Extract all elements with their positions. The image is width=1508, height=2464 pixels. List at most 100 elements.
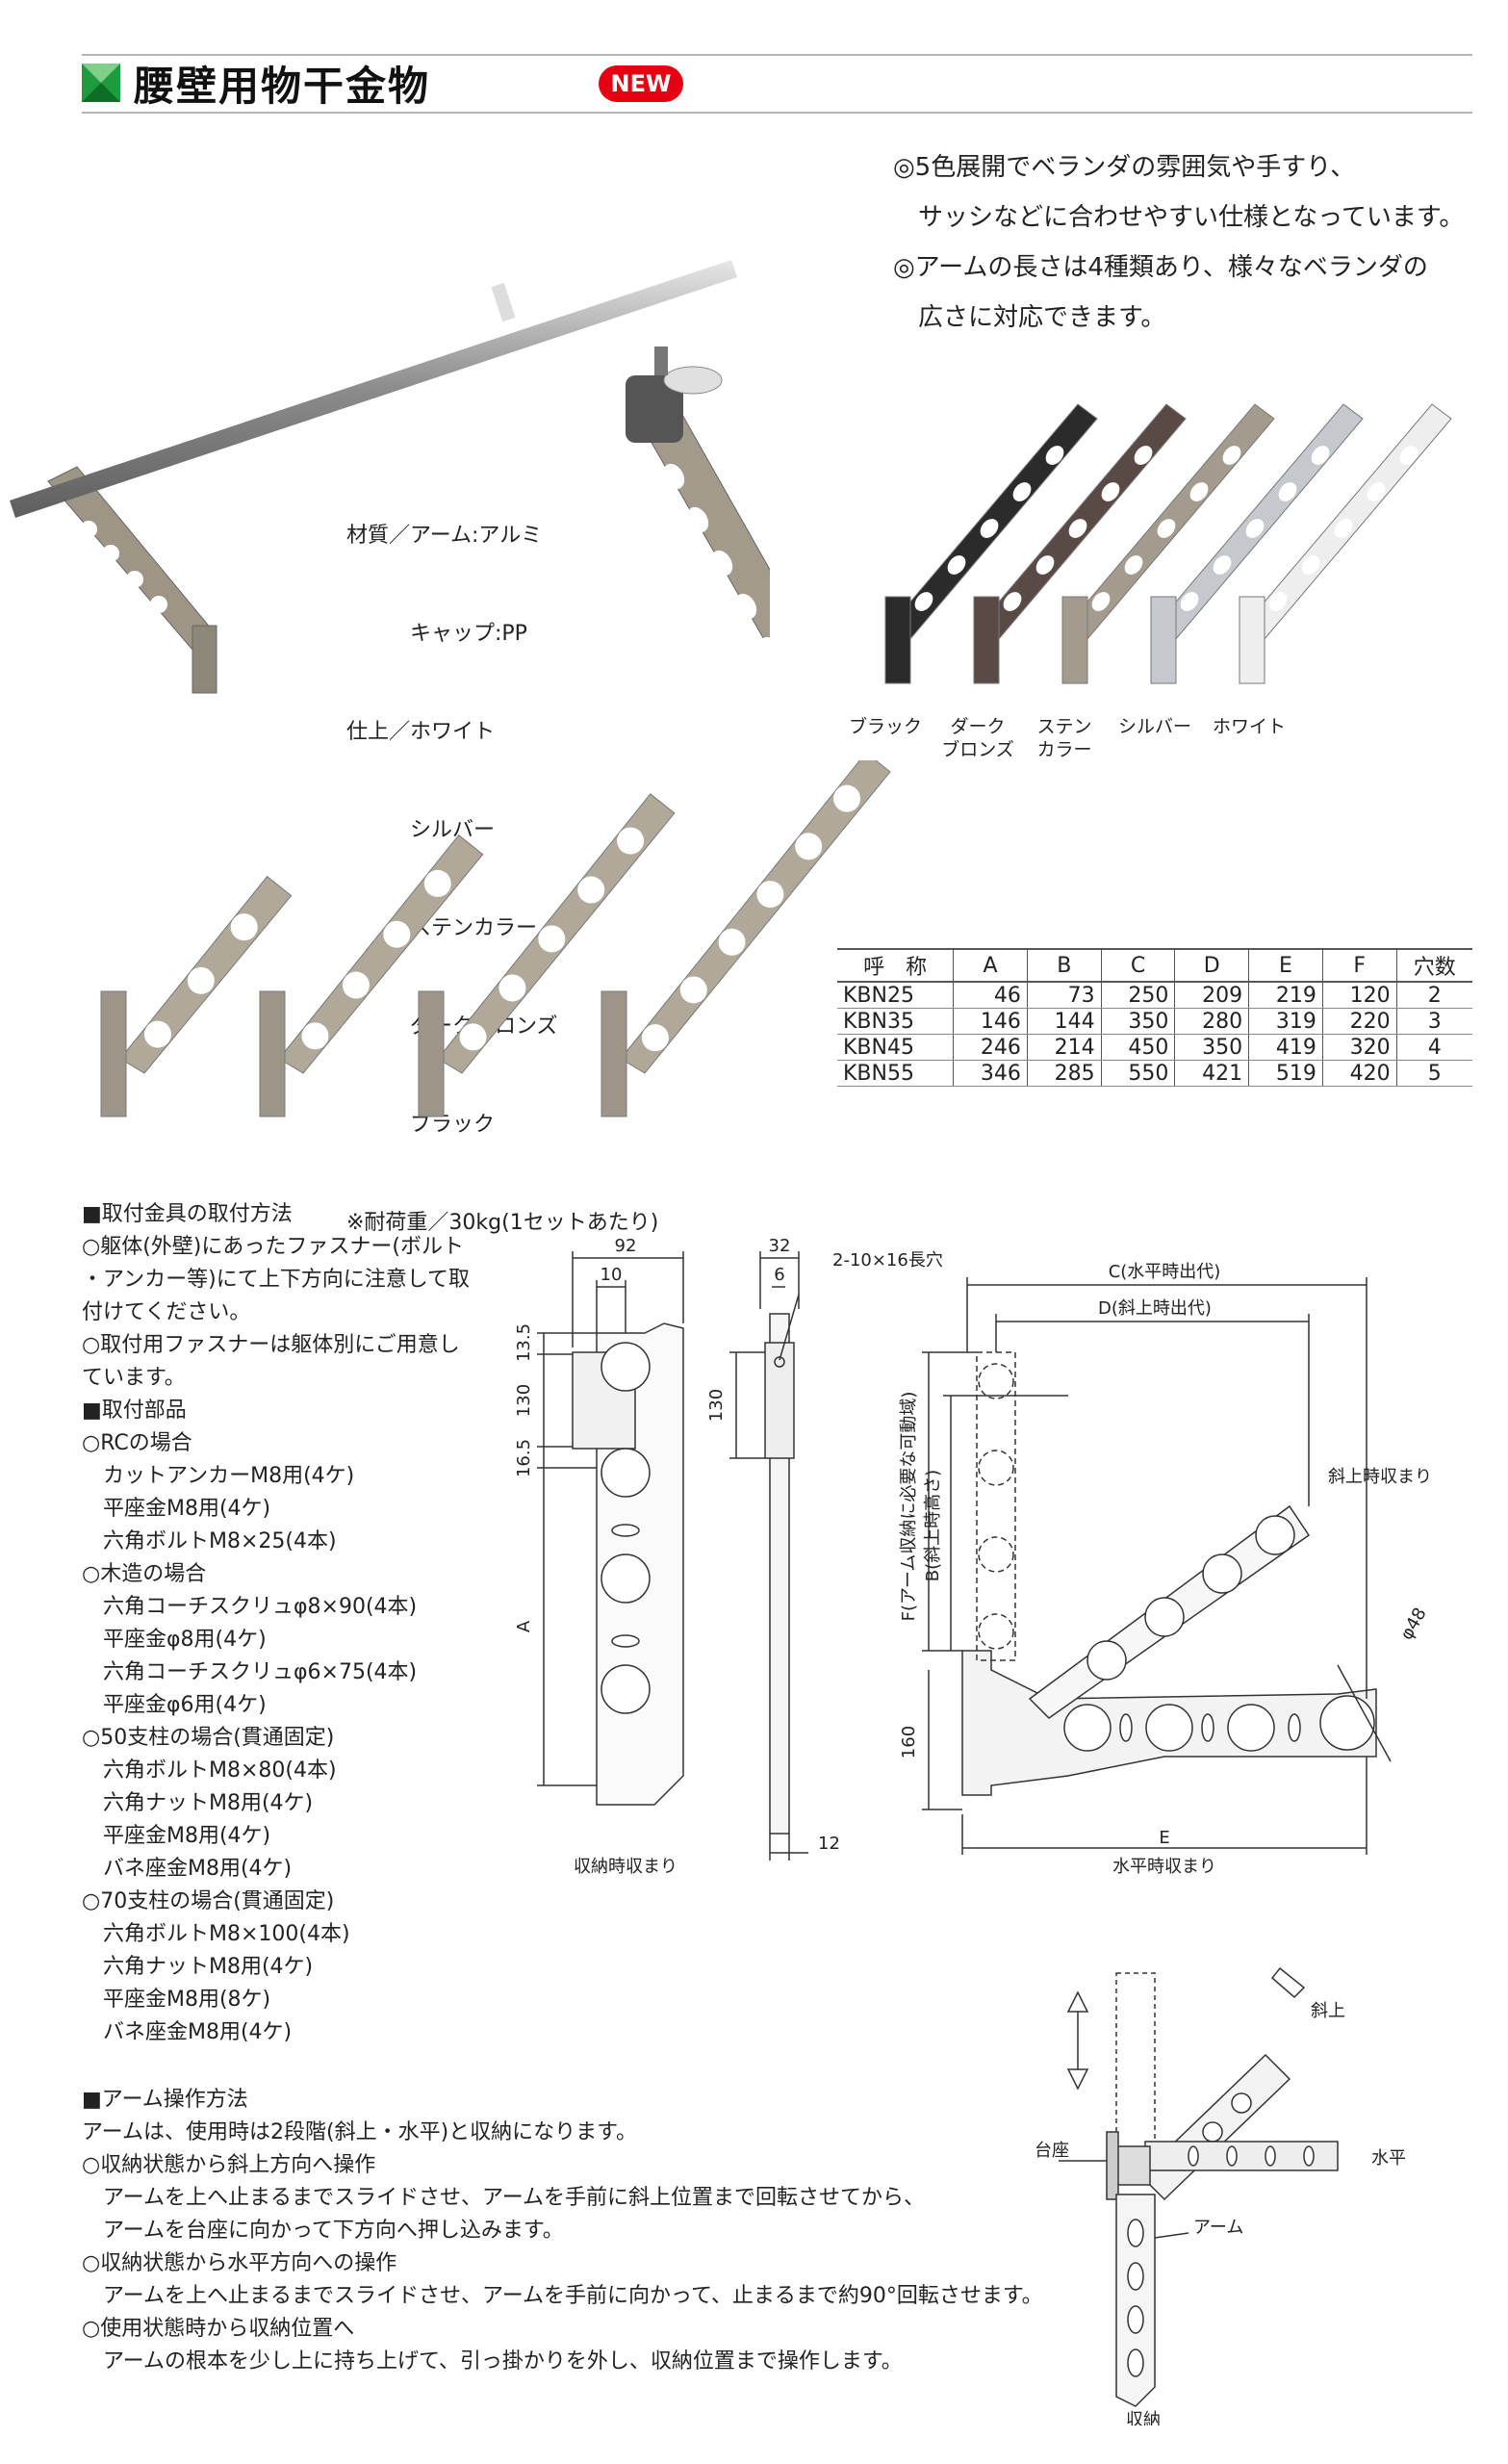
dim-B: B(斜上時高さ) — [923, 1470, 943, 1581]
spec-cell: 146 — [953, 1008, 1028, 1035]
parts-item: カットアンカーM8用(4ケ) — [103, 1464, 355, 1488]
operation-line: アームを上へ止まるまでスライドさせ、アームを手前に向かって、止まるまで約90°回… — [103, 2284, 1043, 2308]
material-line: シルバー — [346, 818, 496, 842]
operation-line: ○収納状態から水平方向への操作 — [82, 2251, 397, 2275]
parts-group-title: ○木造の場合 — [82, 1562, 207, 1586]
op-label-arm: アーム — [1193, 2218, 1243, 2238]
spec-cell: 421 — [1174, 1060, 1250, 1087]
parts-group-title: ○RCの場合 — [82, 1431, 192, 1455]
install-line: ○躯体(外壁)にあったファスナー(ボルト — [82, 1235, 464, 1259]
parts-list: ○RCの場合カットアンカーM8用(4ケ) 平座金M8用(4ケ) 六角ボルトM8×25… — [82, 1427, 496, 2049]
spec-cell: 209 — [1174, 982, 1250, 1009]
spec-cell: 219 — [1248, 982, 1323, 1009]
caption-horizontal: 水平時収まり — [1112, 1857, 1216, 1877]
color-arm-swatch — [973, 403, 1187, 684]
dim-130: 130 — [514, 1384, 534, 1417]
parts-heading: ■取付部品 — [82, 1399, 187, 1423]
spec-cell: KBN35 — [837, 1008, 955, 1035]
op-label-stored: 収納 — [1126, 2410, 1161, 2426]
spec-cell: 350 — [1101, 1008, 1176, 1035]
spec-cell: 285 — [1027, 1060, 1102, 1087]
col-header: F — [1322, 949, 1397, 983]
dim-92: 92 — [615, 1236, 637, 1256]
install-line: ○取付用ファスナーは躯体別にご用意し — [82, 1333, 460, 1357]
color-arm-swatch — [1150, 403, 1364, 684]
col-header: C — [1101, 949, 1176, 983]
header-rule — [82, 112, 1472, 114]
operation-line: アームの根本を少し上に持ち上げて、引っ掛かりを外し、収納位置まで操作します。 — [103, 2349, 903, 2374]
dim-D: D(斜上時出代) — [1098, 1298, 1212, 1319]
parts-item: 六角ボルトM8×25(4本) — [103, 1529, 337, 1553]
material-line: 材質／アーム:アルミ — [346, 524, 543, 548]
parts-item: 六角コーチスクリュφ8×90(4本) — [103, 1595, 418, 1619]
parts-item: バネ座金M8用(4ケ) — [103, 1857, 293, 1881]
operation-diagram: 斜上 台座 水平 アーム 収納 — [1035, 1966, 1406, 2426]
material-line: ※耐荷重／30kg(1セットあたり) — [346, 1211, 659, 1235]
install-heading: ■取付金具の取付方法 — [82, 1202, 293, 1226]
color-label-stain: ステン カラー — [1036, 716, 1092, 760]
dim-A: A — [514, 1620, 534, 1632]
parts-item: 平座金M8用(4ケ) — [103, 1497, 271, 1521]
arm-size-image — [100, 875, 293, 1117]
color-arm-swatch — [884, 403, 1098, 684]
operation-line: アームを台座に向かって下方向へ押し込みます。 — [103, 2219, 564, 2243]
parts-item: 六角ナットM8用(4ケ) — [103, 1955, 314, 1979]
operation-lines: アームは、使用時は2段階(斜上・水平)と収納になります。○収納状態から斜上方向へ… — [82, 2117, 1140, 2378]
feature-line: ◎アームの長さは4種類あり、様々なベランダの — [893, 253, 1428, 282]
spec-cell: 250 — [1101, 982, 1176, 1009]
spec-cell: 5 — [1396, 1060, 1472, 1087]
parts-item: 六角コーチスクリュφ6×75(4本) — [103, 1660, 418, 1684]
parts-item: 平座金φ8用(4ケ) — [103, 1628, 267, 1652]
col-header: D — [1174, 949, 1250, 983]
spec-cell: 450 — [1101, 1034, 1176, 1061]
material-line: キャップ:PP — [346, 622, 527, 646]
page-title: 腰壁用物干金物 — [134, 62, 431, 110]
color-label-black: ブラック — [848, 716, 922, 737]
operation-line: ○使用状態時から収納位置へ — [82, 2317, 355, 2341]
install-line: ています。 — [82, 1366, 186, 1390]
spec-cell: 120 — [1322, 982, 1397, 1009]
dim-130-side: 130 — [706, 1389, 727, 1422]
col-header: E — [1248, 949, 1323, 983]
install-line: 付けてください。 — [82, 1300, 251, 1324]
spec-cell: 419 — [1248, 1034, 1323, 1061]
spec-cell: 46 — [953, 982, 1028, 1009]
parts-item: 六角ボルトM8×100(4本) — [103, 1922, 350, 1946]
operation-line: ○収納状態から斜上方向へ操作 — [82, 2153, 376, 2177]
op-label-base: 台座 — [1035, 2141, 1069, 2161]
parts-item: バネ座金M8用(4ケ) — [103, 2020, 293, 2044]
spec-cell: 144 — [1027, 1008, 1102, 1035]
dim-6: 6 — [774, 1265, 784, 1285]
spec-cell: 4 — [1396, 1034, 1472, 1061]
feature-line: サッシなどに合わせやすい仕様となっています。 — [893, 203, 1465, 232]
arm-size-image — [259, 834, 484, 1117]
col-header: B — [1027, 949, 1102, 983]
color-label-white: ホワイト — [1212, 716, 1286, 737]
parts-item: 平座金M8用(4ケ) — [103, 1824, 271, 1848]
material-line: ステンカラー — [346, 916, 538, 940]
spec-cell: 246 — [953, 1034, 1028, 1061]
spec-table-header: 呼 称 A B C D E F 穴数 — [837, 949, 1472, 983]
op-label-slant: 斜上 — [1311, 2001, 1345, 2021]
spec-cell: 550 — [1101, 1060, 1176, 1087]
top-rule — [82, 54, 1472, 56]
color-label-darkbronze: ダーク ブロンズ — [941, 716, 1014, 760]
parts-item: 六角ナットM8用(4ケ) — [103, 1791, 314, 1815]
spec-cell: 519 — [1248, 1060, 1323, 1087]
parts-item: 平座金φ6用(4ケ) — [103, 1693, 267, 1717]
spec-cell: 214 — [1027, 1034, 1102, 1061]
feature-list: ◎5色展開でベランダの雰囲気や手すり、 サッシなどに合わせやすい仕様となっていま… — [893, 142, 1464, 343]
dim-12: 12 — [818, 1834, 840, 1854]
dim-phi48: φ48 — [1396, 1604, 1431, 1644]
col-header: 呼 称 — [837, 949, 955, 983]
spec-cell: 3 — [1396, 1008, 1472, 1035]
dim-160: 160 — [899, 1726, 919, 1758]
spec-cell: KBN55 — [837, 1060, 955, 1087]
feature-line: 広さに対応できます。 — [893, 303, 1166, 332]
spec-cell: 350 — [1174, 1034, 1250, 1061]
spec-cell: 280 — [1174, 1008, 1250, 1035]
